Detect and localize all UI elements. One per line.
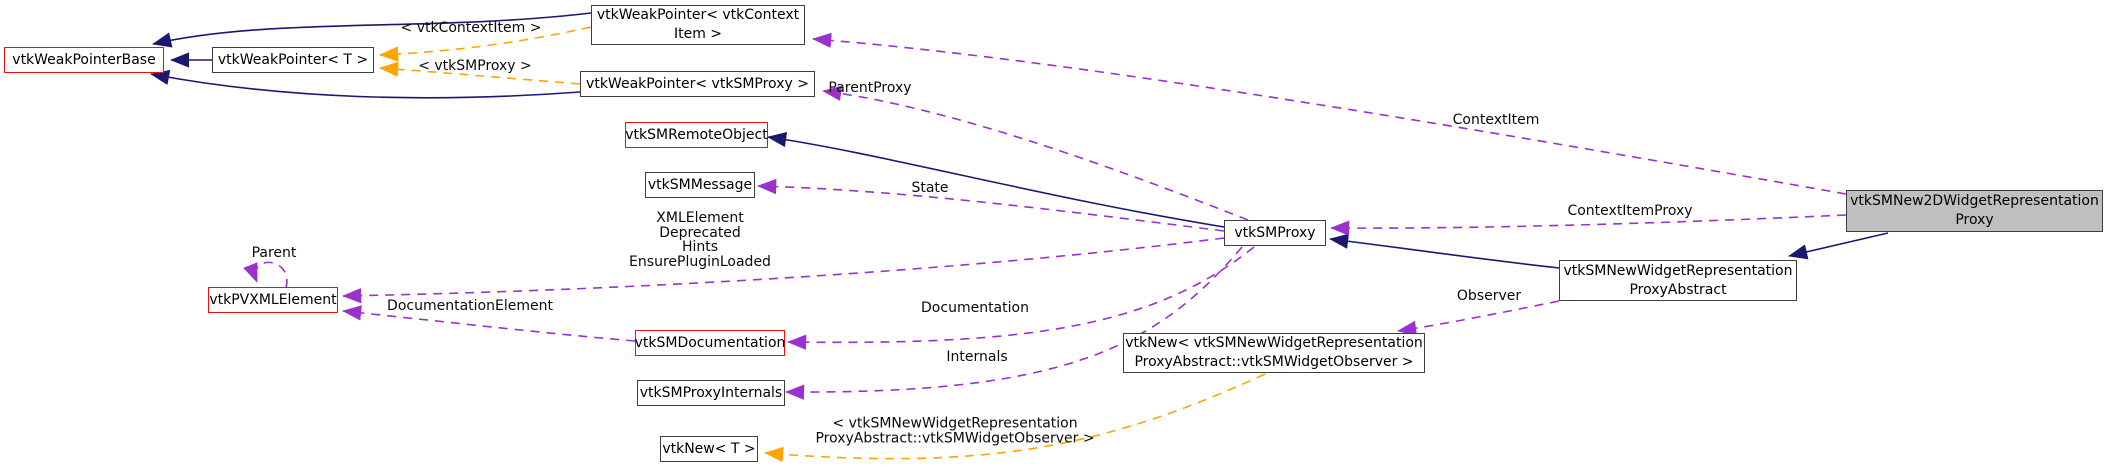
- edge-usage-observer: [1397, 300, 1560, 336]
- edge-template-contextitem: [379, 26, 592, 62]
- edge-usage-xmlelement-members: [342, 237, 1225, 304]
- node-label: vtkWeakPointerBase: [12, 51, 156, 68]
- node-label: vtkSMProxy: [1234, 224, 1316, 241]
- edge-label-line: Deprecated: [659, 224, 741, 241]
- node-vtksmproxyinternals[interactable]: vtkSMProxyInternals: [637, 380, 785, 406]
- node-vtkweakpointer-vtkcontextitem[interactable]: vtkWeakPointer< vtkContext Item >: [591, 5, 805, 45]
- edge-label-template-smproxy: < vtkSMProxy >: [418, 57, 532, 74]
- node-vtknew-vtksmwidgetobserver[interactable]: vtkNew< vtkSMNewWidgetRepresentation Pro…: [1123, 333, 1425, 373]
- node-label: vtkWeakPointer< T >: [217, 51, 369, 68]
- edge-label-template-widgetobserver: < vtkSMNewWidgetRepresentation ProxyAbst…: [815, 415, 1095, 446]
- node-vtksmdocumentation[interactable]: vtkSMDocumentation: [635, 330, 785, 356]
- node-label: vtkSMNew2DWidgetRepresentation: [1850, 193, 2099, 209]
- edge-label-line: ProxyAbstract::vtkSMWidgetObserver >: [815, 430, 1095, 446]
- node-vtksmnewwidgetrepresentationproxyabstract[interactable]: vtkSMNewWidgetRepresentation ProxyAbstra…: [1559, 260, 1797, 301]
- edge-label-line: XMLElement: [656, 210, 744, 226]
- edge-label-observer: Observer: [1456, 287, 1522, 304]
- edge-inherit-weakpointer-smproxy-to-base: [150, 69, 581, 99]
- edge-label-documentation: Documentation: [921, 299, 1029, 316]
- node-vtksmnew2dwidgetrepresentationproxy-current: vtkSMNew2DWidgetRepresentation Proxy: [1846, 190, 2103, 232]
- node-label: ProxyAbstract: [1629, 281, 1727, 298]
- node-label: vtkNew< T >: [662, 440, 756, 457]
- node-label: vtkPVXMLElement: [209, 291, 337, 308]
- edge-inherit-smproxy-to-smremoteobject: [767, 131, 1225, 228]
- edge-usage-state: [757, 178, 1225, 232]
- node-label: vtkWeakPointer< vtkSMProxy >: [586, 75, 809, 92]
- edge-usage-parentproxy: [822, 85, 1249, 221]
- node-vtkweakpointerbase[interactable]: vtkWeakPointerBase: [4, 47, 164, 73]
- edge-inherit-2dwidget-to-proxyabstract: [1788, 232, 1889, 260]
- edge-label-line: EnsurePluginLoaded: [629, 253, 771, 270]
- edge-label-contextitemproxy: ContextItemProxy: [1567, 202, 1693, 219]
- node-vtkweakpointer-vtksmproxy[interactable]: vtkWeakPointer< vtkSMProxy >: [580, 71, 815, 97]
- node-vtkpvxmlelement[interactable]: vtkPVXMLElement: [208, 287, 338, 313]
- node-label: vtkSMNewWidgetRepresentation: [1563, 262, 1793, 279]
- node-label: vtkSMDocumentation: [634, 334, 786, 351]
- edge-usage-contextitemproxy: [1330, 214, 1847, 236]
- node-vtkweakpointer-t[interactable]: vtkWeakPointer< T >: [212, 47, 374, 73]
- node-label: Item >: [673, 26, 723, 42]
- edge-label-parent: Parent: [251, 244, 297, 261]
- node-label: vtkSMProxyInternals: [639, 384, 783, 401]
- edge-label-parentproxy: ParentProxy: [828, 79, 912, 96]
- node-label: vtkSMMessage: [647, 176, 753, 193]
- node-label: vtkWeakPointer< vtkContext: [596, 7, 800, 23]
- node-vtksmproxy[interactable]: vtkSMProxy: [1224, 220, 1326, 246]
- edge-usage-documentation: [787, 246, 1255, 350]
- edge-label-line: < vtkSMNewWidgetRepresentation: [832, 415, 1078, 432]
- edge-label-state: State: [911, 179, 949, 196]
- node-label: Proxy: [1955, 212, 1994, 228]
- edge-usage-documentationelement: [342, 305, 636, 342]
- edge-template-widgetobserver: [764, 373, 1266, 463]
- edge-label-documentationelement: DocumentationElement: [387, 297, 553, 314]
- node-vtksmmessage[interactable]: vtkSMMessage: [645, 172, 755, 198]
- edge-label-template-contextitem: < vtkContextItem >: [400, 19, 542, 36]
- node-label: vtkSMRemoteObject: [625, 126, 768, 143]
- node-label: ProxyAbstract::vtkSMWidgetObserver >: [1134, 354, 1414, 370]
- node-vtksmremoteobject[interactable]: vtkSMRemoteObject: [625, 122, 768, 148]
- node-label: vtkNew< vtkSMNewWidgetRepresentation: [1125, 335, 1423, 351]
- edge-label-internals: Internals: [946, 348, 1008, 365]
- edge-inherit-proxyabstract-to-smproxy: [1329, 233, 1560, 269]
- edge-label-line: Hints: [681, 239, 719, 255]
- edge-usage-parent-selfloop: [243, 261, 288, 289]
- edge-label-contextitem: ContextItem: [1452, 111, 1540, 128]
- edge-usage-internals: [785, 246, 1243, 400]
- edge-usage-contextitem: [812, 32, 1847, 195]
- edge-label-members: XMLElement Deprecated Hints EnsurePlugin…: [629, 211, 771, 269]
- edge-inherit-weakpointer-contextitem-to-base: [152, 12, 592, 48]
- node-vtknew-t[interactable]: vtkNew< T >: [660, 436, 758, 462]
- edge-template-smproxy: [379, 61, 581, 85]
